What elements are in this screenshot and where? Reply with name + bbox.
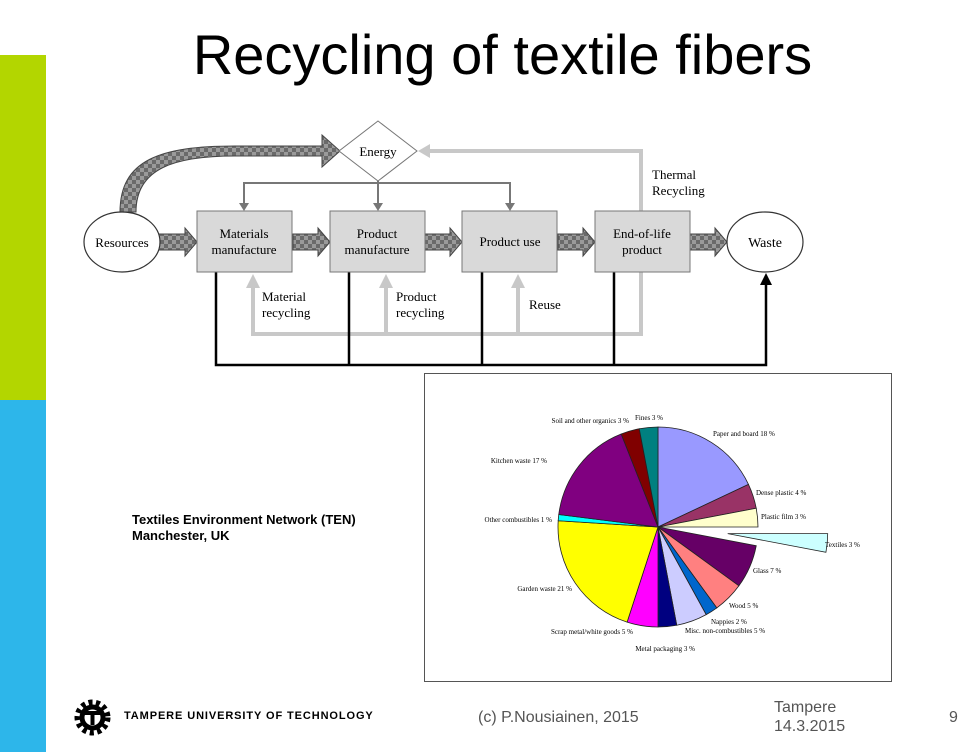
waste-composition-pie-chart: Paper and board 18 % Dense plastic 4 % Pla… <box>424 373 892 682</box>
page-number: 9 <box>949 709 958 726</box>
flow-arrow-2 <box>292 226 331 258</box>
blue-side-stripe <box>0 400 46 752</box>
ten-caption: Textiles Environment Network (TEN) Manch… <box>132 512 356 544</box>
ten-caption-line-2: Manchester, UK <box>132 528 230 543</box>
pie-slice-label: Nappies 2 % <box>711 618 747 626</box>
pie-slice <box>657 426 750 528</box>
pie-slice-label: Metal packaging 3 % <box>635 645 695 653</box>
resources-label: Resources <box>95 235 148 250</box>
energy-arrowhead-product <box>373 203 383 211</box>
pie-slice <box>558 433 659 528</box>
pie-slice-label: Kitchen waste 17 % <box>491 457 547 465</box>
pie-slice <box>557 520 659 623</box>
pie-slice <box>727 533 829 553</box>
product-manufacture-label-1: Product <box>357 226 398 241</box>
pie-slice-label: Scrap metal/white goods 5 % <box>551 628 633 636</box>
recycling-flow-diagram: Energy Resources Materials manufacture P… <box>83 120 804 367</box>
end-of-life-label-1: End-of-life <box>613 226 671 241</box>
pie-slice <box>657 507 759 528</box>
flow-arrow-3 <box>424 226 463 258</box>
footer-copyright: (c) P.Nousiainen, 2015 <box>478 709 639 726</box>
thermal-recycling-arrowhead <box>418 144 430 158</box>
flow-arrow-5 <box>689 226 728 258</box>
reuse-label: Reuse <box>529 297 561 312</box>
material-recycling-arrowhead <box>246 274 260 288</box>
pie-slice <box>638 426 659 528</box>
waste-label: Waste <box>748 236 782 251</box>
pie-slice-label: Glass 7 % <box>753 567 782 575</box>
ten-caption-line-1: Textiles Environment Network (TEN) <box>132 512 356 527</box>
pie-slice-label: Wood 5 % <box>729 602 759 610</box>
end-of-life-label-2: product <box>622 242 662 257</box>
reuse-arrowhead <box>511 274 525 288</box>
pie-slice-label: Garden waste 21 % <box>517 585 572 593</box>
waste-node <box>726 211 804 273</box>
resources-to-energy-arrow <box>119 133 341 213</box>
flow-arrow-1 <box>158 226 198 258</box>
slide-title: Recycling of textile fibers <box>192 23 813 86</box>
pie-slice-label: Textiles 3 % <box>825 541 860 549</box>
product-recycling-arrowhead <box>379 274 393 288</box>
materials-manufacture-label-2: manufacture <box>212 242 277 257</box>
thermal-recycling-label-2: Recycling <box>652 183 705 198</box>
energy-label: Energy <box>359 144 397 159</box>
product-use-box <box>461 210 558 273</box>
product-recycling-label-2: recycling <box>396 305 445 320</box>
footer-place-date: Tampere 14.3.2015 <box>774 698 845 736</box>
pie-slice-label: Dense plastic 4 % <box>756 489 807 497</box>
end-of-life-box <box>594 210 691 273</box>
pie-svg: Paper and board 18 % Dense plastic 4 % Pla… <box>485 414 861 653</box>
pie-slice-label: Plastic film 3 % <box>761 513 806 521</box>
flow-arrow-4 <box>557 226 596 258</box>
resources-node <box>83 211 161 273</box>
waste-collection-line <box>214 272 768 367</box>
pie-slice-label: Other combustibles 1 % <box>485 516 553 524</box>
university-logo <box>74 699 111 736</box>
waste-arrowhead <box>760 273 772 285</box>
recycling-base-line <box>251 272 643 336</box>
footer-date: 14.3.2015 <box>774 718 846 735</box>
energy-arrowhead-use <box>505 203 515 211</box>
thermal-recycling-line <box>428 149 643 211</box>
materials-manufacture-box <box>196 210 293 273</box>
pie-slice-label: Paper and board 18 % <box>713 430 775 438</box>
material-recycling-label-1: Material <box>262 289 306 304</box>
materials-manufacture-label-1: Materials <box>219 226 268 241</box>
energy-arrowhead-materials <box>239 203 249 211</box>
thermal-recycling-label-1: Thermal <box>652 167 696 182</box>
pie-slice-label: Fines 3 % <box>635 414 663 422</box>
footer-place: Tampere <box>774 699 837 716</box>
green-side-stripe <box>0 55 46 403</box>
pie-slice-label: Misc. non-combustibles 5 % <box>685 627 765 635</box>
product-manufacture-box <box>329 210 426 273</box>
product-use-label: Product use <box>479 234 540 249</box>
university-name: TAMPERE UNIVERSITY OF TECHNOLOGY <box>124 710 374 722</box>
pie-slice-label: Soil and other organics 3 % <box>552 417 630 425</box>
product-manufacture-label-2: manufacture <box>345 242 410 257</box>
material-recycling-label-2: recycling <box>262 305 311 320</box>
product-recycling-label-1: Product <box>396 289 437 304</box>
